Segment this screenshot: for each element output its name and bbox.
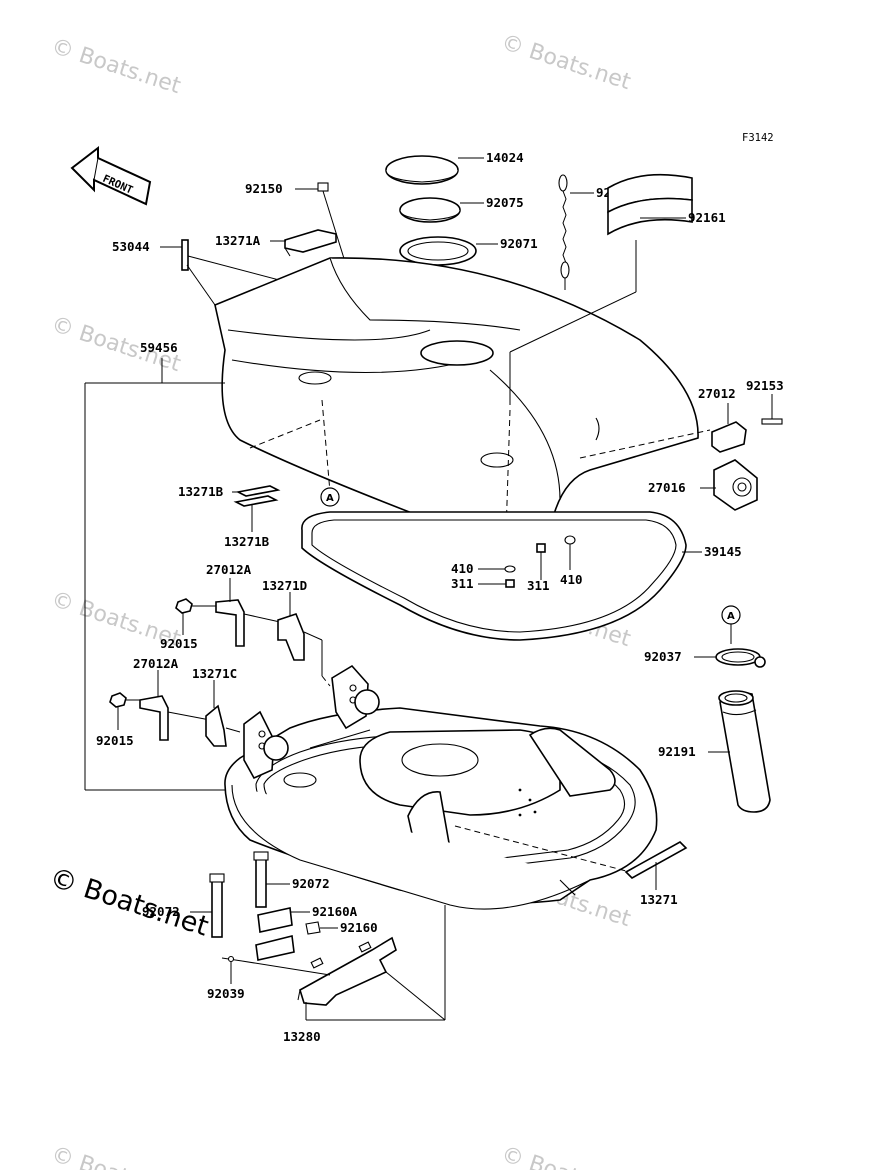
svg-text:A: A [326,493,334,504]
part-39145-seal [301,511,687,641]
part-53044-rod [181,239,189,271]
part-92191-hose [718,690,771,813]
callout-92072-right: 92072 [292,876,330,891]
callout-92037: 92037 [644,649,682,664]
part-13271B-straps [233,485,281,507]
watermark: © Boats.net [498,1142,634,1170]
callout-92153: 92153 [746,378,784,393]
watermark: © Boats.net [48,34,184,99]
part-27012A-bracket-bottom [139,695,169,741]
callout-39145: 39145 [704,544,742,559]
callout-92075: 92075 [486,195,524,210]
callout-92072-left: 92072 [142,904,180,919]
part-13271C-bracket [205,704,227,747]
callout-13280: 13280 [283,1029,321,1044]
callout-92039: 92039 [207,986,245,1001]
watermark-prominent: © Boats.net [46,862,212,942]
part-92071-ring [399,236,477,266]
part-27012-latch-plate [711,421,747,453]
part-92057-lanyard [558,174,570,279]
callout-13271: 13271 [640,892,678,907]
watermark: © Boats.net [498,30,634,95]
part-27012A-bracket-top [215,599,245,647]
part-92160A-pad [255,907,295,961]
callout-92150: 92150 [245,181,283,196]
callout-13271B-bottom: 13271B [224,534,270,549]
callout-27012A-bottom: 27012A [133,656,179,671]
part-92153-screw [761,418,783,425]
part-92039-pin [221,955,243,963]
callout-14024: 14024 [486,150,524,165]
callout-92015-bottom: 92015 [96,733,134,748]
deck-body [224,664,658,910]
callout-311-right: 311 [527,578,550,593]
ref-marker-a-3: A [721,605,741,625]
callout-13271D: 13271D [262,578,307,593]
hood-part-59456 [214,257,699,541]
part-92037-clamp [715,648,766,668]
part-92015-nut-bottom [109,692,127,708]
callout-53044: 53044 [112,239,150,254]
part-13271D-bracket [277,613,305,661]
callout-27016: 27016 [648,480,686,495]
part-92161-pad [607,173,693,236]
part-92072-strap-left [209,873,225,938]
callout-13271C: 13271C [192,666,237,681]
part-92160-pad [305,921,321,935]
callout-92071: 92071 [500,236,538,251]
ref-marker-a-1: A [320,487,340,507]
part-92075-disc [399,197,461,223]
callout-13271A: 13271A [215,233,261,248]
callout-410-right: 410 [560,572,583,587]
part-14024-cap [385,155,459,185]
part-13271-bar [624,841,688,879]
callout-410-left: 410 [451,561,474,576]
part-92072-strap-right [253,851,269,908]
callout-13271B-top: 13271B [178,484,224,499]
watermark: © Boats.net [48,1142,184,1170]
callout-27012A-top: 27012A [206,562,252,577]
callout-92160A: 92160A [312,904,358,919]
callout-311-left: 311 [451,576,474,591]
svg-text:A: A [727,611,735,622]
callout-92015-top: 92015 [160,636,198,651]
part-27016-latch [713,459,758,511]
callout-59456: 59456 [140,340,178,355]
part-92015-nut-top [175,598,193,614]
front-arrow-icon: FRONT [70,145,152,206]
callout-92161: 92161 [688,210,726,225]
figure-code: F3142 [742,132,774,144]
callout-92191: 92191 [658,744,696,759]
callout-27012: 27012 [698,386,736,401]
part-13271A-bracket [284,229,337,257]
callout-92160: 92160 [340,920,378,935]
part-13280-bracket [297,936,397,1006]
